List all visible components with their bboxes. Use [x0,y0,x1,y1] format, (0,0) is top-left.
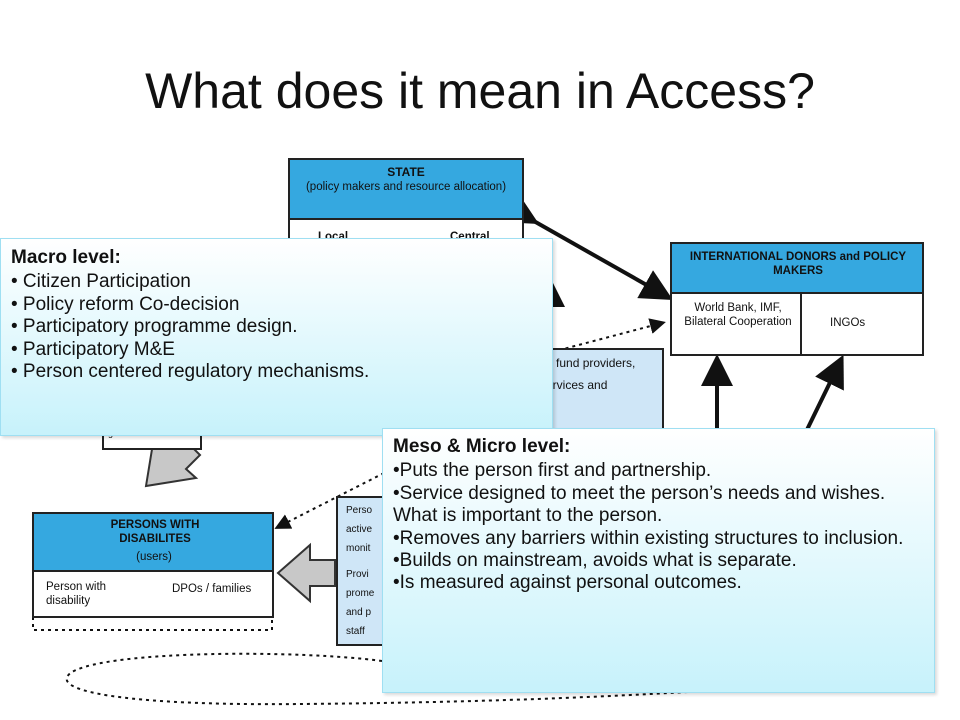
macro-item: • Participatory programme design. [11,316,298,338]
meso-item: •Is measured against personal outcomes. [393,572,742,594]
service-line-3: Provi [346,569,369,580]
macro-list: • Citizen Participation • Policy reform … [11,271,542,383]
meso-item: •Removes any barriers within existing st… [393,527,904,549]
providers-donors-dotted [551,318,666,353]
meso-item: •Puts the person first and partnership. [393,460,712,482]
service-line-4: prome [346,588,375,599]
dotted-to-persons [274,472,385,529]
meso-heading: Meso & Micro level: [393,436,571,457]
donors-box [670,242,924,356]
macro-item: • Citizen Participation [11,271,191,293]
persons-left-cell: Person with disability [46,581,107,608]
state-subtitle: (policy makers and resource allocation) [305,181,507,193]
macro-item: • Policy reform Co-decision [11,293,240,315]
macro-item: • Person centered regulatory mechanisms. [11,361,370,383]
providers-line1: d fund providers, [546,356,636,370]
state-title: STATE [387,165,425,179]
meso-item: •Builds on mainstream, avoids what is se… [393,550,797,572]
service-line-0: Perso [346,505,373,516]
donors-left-cell: World Bank, IMF, Bilateral Cooperation [684,302,792,329]
service-line-5: and p [346,607,372,618]
meso-list: •Puts the person first and partnership. … [393,460,924,594]
meso-micro-level-box: Meso & Micro level: •Puts the person fir… [382,428,935,693]
persons-subtitle: (users) [136,551,172,563]
donors-header [672,244,922,294]
providers-line2: ervices and [546,378,608,392]
state-header [290,160,522,220]
slide-title: What does it mean in Access? [145,63,815,119]
donors-divider [800,292,802,354]
service-line-2: monit [346,543,371,554]
macro-level-box: Macro level: • Citizen Participation • P… [0,238,553,436]
donors-right-cell: INGOs [830,317,866,329]
grey-arrow-left [276,542,336,604]
state-donors-arrow [503,194,673,300]
service-line-6: staff [346,626,365,637]
dotted-bracket [32,617,273,631]
macro-heading: Macro level: [11,247,121,268]
persons-right-cell: DPOs / families [172,583,252,595]
macro-item: • Participatory M&E [11,338,175,360]
service-line-1: active [346,524,373,535]
up-arrow-right [800,354,844,441]
persons-box [32,512,274,618]
donors-title: INTERNATIONAL DONORS and POLICY MAKERS [689,251,907,278]
persons-title: PERSONS WITH DISABILITES [110,519,200,546]
meso-item: •Service designed to meet the person’s n… [393,482,886,527]
persons-header [34,514,272,572]
